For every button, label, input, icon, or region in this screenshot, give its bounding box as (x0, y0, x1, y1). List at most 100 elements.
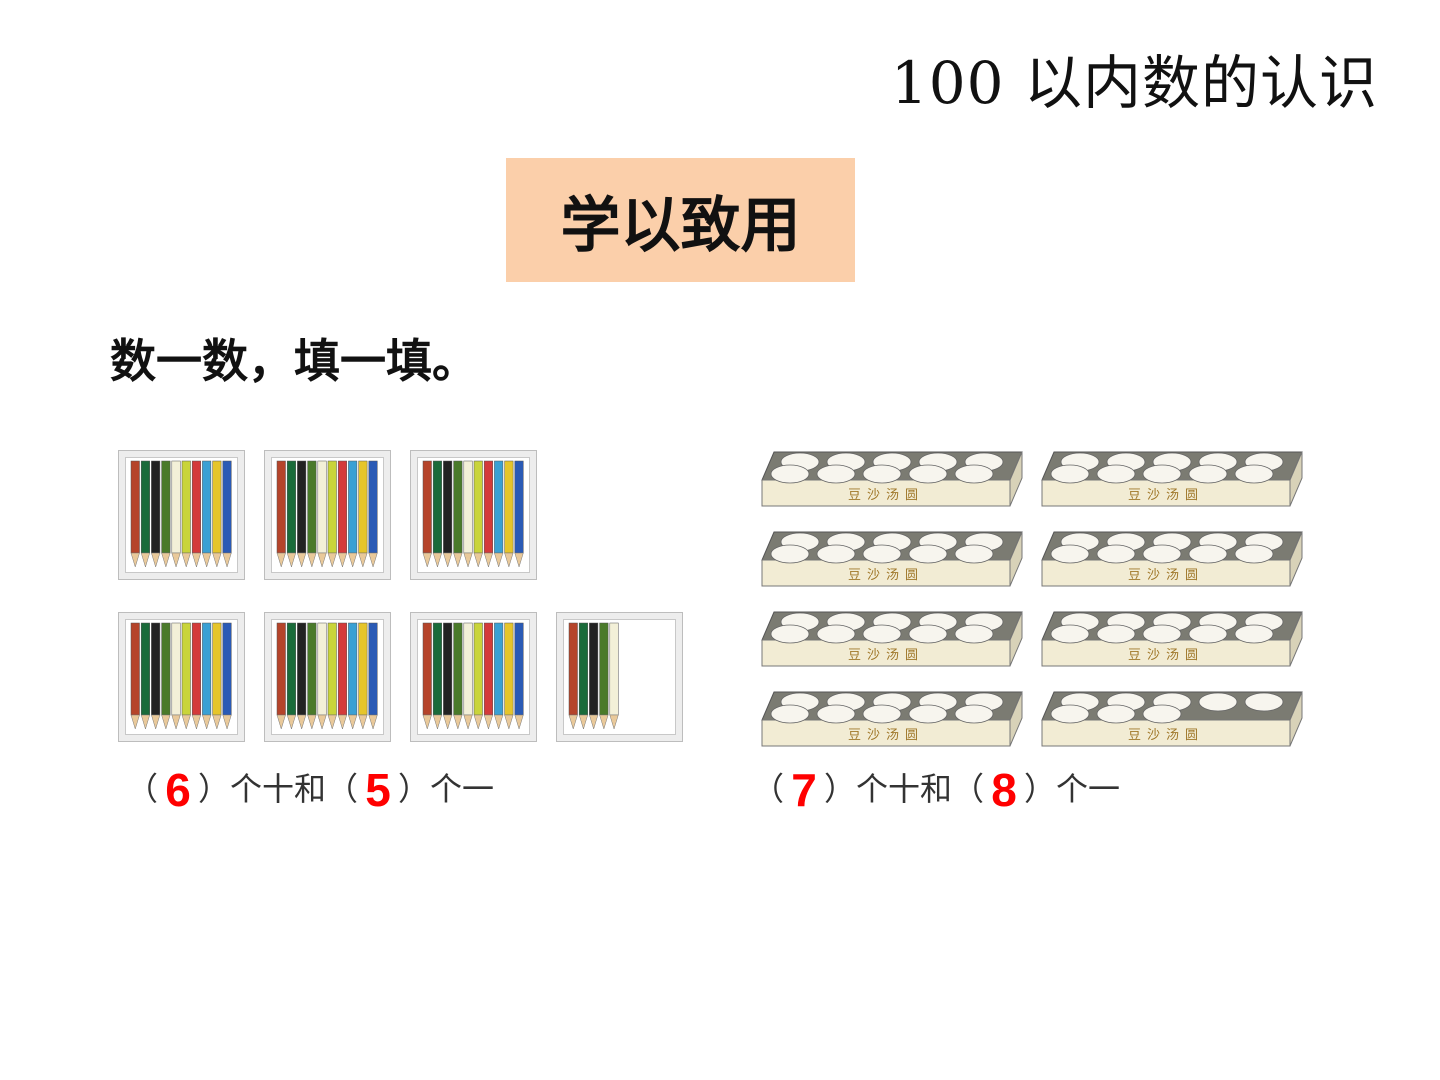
pencil (202, 622, 212, 730)
dumpling (908, 464, 948, 484)
dumpling (954, 624, 994, 644)
pencil (130, 622, 140, 730)
caption-end: ）个一 (398, 770, 495, 808)
section-heading-label: 学以致用 (560, 190, 801, 261)
dumpling (862, 544, 902, 564)
pencil (327, 460, 337, 568)
dumpling (908, 624, 948, 644)
instruction-text: 数一数，填一填。 (110, 334, 478, 388)
pencil (222, 622, 232, 730)
tray-label: 豆沙汤圆 (848, 648, 924, 663)
tray-label: 豆沙汤圆 (1128, 568, 1204, 583)
dumpling (770, 464, 810, 484)
pencil-caption: （6）个十和（5）个一 (126, 763, 494, 817)
dumpling (816, 544, 856, 564)
dumpling (1142, 544, 1182, 564)
dumpling (1188, 624, 1228, 644)
caption-end: ）个一 (1024, 770, 1121, 808)
dumpling-tray-full: 豆沙汤圆 (760, 450, 1025, 510)
caption-mid: ）个十和（ (198, 770, 359, 808)
pencil (337, 460, 348, 568)
pencil (337, 622, 348, 730)
pencil (463, 622, 473, 730)
dumpling-tray-full: 豆沙汤圆 (1040, 610, 1305, 670)
dumpling (1050, 544, 1090, 564)
dumpling (1234, 624, 1274, 644)
dumpling (1050, 624, 1090, 644)
dumpling (1198, 692, 1238, 712)
dumpling (1234, 464, 1274, 484)
pencil (609, 622, 619, 730)
dumpling (908, 704, 948, 724)
pencil (422, 622, 432, 730)
pencil (494, 622, 504, 730)
dumpling (862, 704, 902, 724)
pencil (171, 622, 181, 730)
pencil (161, 622, 171, 730)
tray-label: 豆沙汤圆 (1128, 488, 1204, 503)
pencil (297, 460, 307, 568)
pencil (286, 460, 297, 568)
pencil (358, 622, 368, 730)
pencil-box-full (410, 612, 537, 742)
pencil (368, 460, 378, 568)
dumpling (816, 704, 856, 724)
pencil-box-full (118, 450, 245, 580)
tray-label: 豆沙汤圆 (1128, 728, 1204, 743)
dumpling-ones-answer: 8 (991, 764, 1017, 816)
pencil (463, 460, 473, 568)
pencil (276, 622, 286, 730)
pencil (307, 622, 317, 730)
caption-open: （ (752, 770, 785, 808)
pencil (161, 460, 171, 568)
pencil (453, 622, 463, 730)
pencil-box-partial (556, 612, 683, 742)
pencil (212, 460, 222, 568)
pencil-box-full (118, 612, 245, 742)
pencil (443, 460, 453, 568)
dumpling (862, 624, 902, 644)
dumpling (1050, 464, 1090, 484)
dumpling (1142, 464, 1182, 484)
pencil (432, 460, 443, 568)
pencil (473, 622, 483, 730)
pencil (191, 460, 202, 568)
pencil (589, 622, 599, 730)
pencil (212, 622, 222, 730)
dumpling-tray-full: 豆沙汤圆 (1040, 530, 1305, 590)
pencil (297, 622, 307, 730)
dumpling (816, 624, 856, 644)
pencil (191, 622, 202, 730)
pencil (368, 622, 378, 730)
tray-label: 豆沙汤圆 (1128, 648, 1204, 663)
pencil (317, 460, 327, 568)
dumpling (770, 544, 810, 564)
pencil (483, 460, 494, 568)
pencil (504, 460, 514, 568)
pencil (130, 460, 140, 568)
dumpling (1244, 692, 1284, 712)
pencil (358, 460, 368, 568)
pencil (578, 622, 589, 730)
tray-label: 豆沙汤圆 (848, 728, 924, 743)
pencil (317, 622, 327, 730)
dumpling (954, 544, 994, 564)
dumpling-tray-full: 豆沙汤圆 (760, 610, 1025, 670)
pencil (432, 622, 443, 730)
pencil (276, 460, 286, 568)
dumpling-tray-full: 豆沙汤圆 (760, 690, 1025, 750)
pencil (151, 460, 161, 568)
pencil (307, 460, 317, 568)
dumpling-caption: （7）个十和（8）个一 (752, 763, 1120, 817)
pencil (327, 622, 337, 730)
pencil (140, 622, 151, 730)
pencil (222, 460, 232, 568)
dumpling (1188, 544, 1228, 564)
dumpling (1096, 624, 1136, 644)
dumpling (1050, 704, 1090, 724)
caption-open: （ (126, 770, 159, 808)
pencil (171, 460, 181, 568)
dumpling-tray-partial: 豆沙汤圆 (1040, 690, 1305, 750)
dumpling (954, 704, 994, 724)
pencil (453, 460, 463, 568)
